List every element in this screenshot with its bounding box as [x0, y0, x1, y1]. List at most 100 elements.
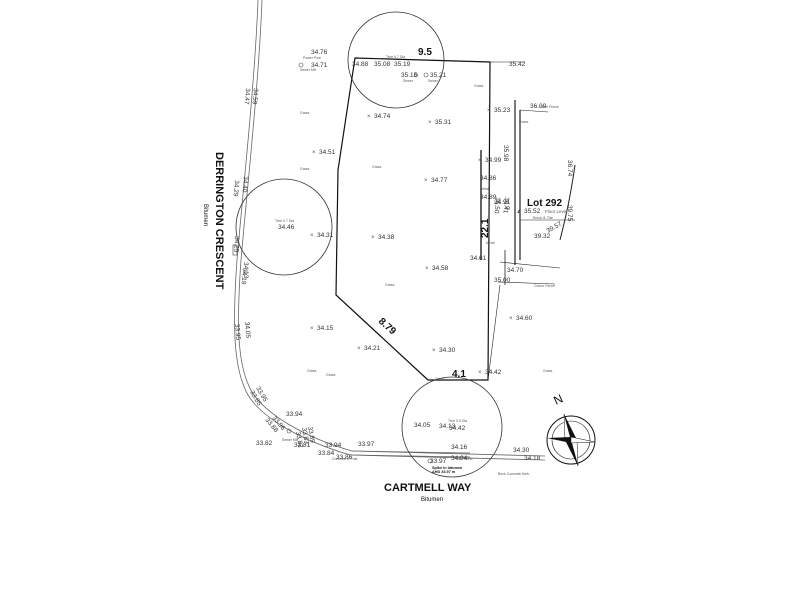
spot-level-marker: × — [478, 158, 482, 164]
kerb-level: 39.75 — [566, 205, 573, 222]
spot-level: 34.60 — [516, 315, 533, 322]
site-note: Grass — [300, 111, 310, 115]
spot-level: 35.21 — [430, 72, 447, 79]
spot-level: 35.15 — [401, 72, 418, 79]
kerb-level: 35.98 — [502, 145, 509, 162]
spot-level: 33.86 — [336, 454, 353, 461]
kerb-level: 36.50 — [493, 197, 501, 214]
site-note: Steel Fence — [540, 105, 559, 109]
kerb-level: 34.25 — [232, 236, 240, 253]
spot-level: 34.51 — [319, 149, 336, 156]
spot-level: 34.42 — [449, 425, 466, 432]
spot-level: 35.00 — [494, 277, 511, 284]
kerb-level: 34.19 — [240, 268, 248, 285]
site-note: Metal — [480, 187, 489, 191]
lot-floor-level: 35.52 — [524, 208, 541, 215]
spike-datum: AHD 33.97 m — [432, 470, 456, 474]
spot-level: 34.30 — [513, 447, 530, 454]
spot-level-marker: × — [424, 178, 428, 184]
spot-level: 34.38 — [378, 234, 395, 241]
spot-level-marker: × — [310, 326, 314, 332]
tree-canopy — [235, 178, 333, 276]
spot-level: 34.21 — [364, 345, 381, 352]
lot-number: Lot 292 — [527, 198, 562, 209]
culvert-symbol — [232, 244, 238, 256]
tree-label: Tree 0.5 Dia — [448, 419, 467, 423]
spot-level: 34.86 — [480, 175, 497, 182]
site-note: Power Pole — [303, 56, 321, 60]
derrington-road-name: DERRINGTON CRESCENT — [213, 152, 225, 290]
spot-level: 35.08 — [374, 61, 391, 68]
tree-canopy — [401, 376, 503, 478]
derrington-road-surface: Bitumen — [202, 204, 208, 226]
spot-level-marker: × — [357, 346, 361, 352]
spot-level: 33.81 — [294, 442, 311, 449]
site-note: Colour Fence — [534, 284, 555, 288]
site-note: Grass — [435, 377, 445, 381]
spot-level: 34.04 — [451, 455, 468, 462]
kerb-level: 33.82 — [294, 431, 304, 449]
site-note: Grass — [300, 167, 310, 171]
lot-boundary — [335, 57, 491, 381]
spot-level-marker: × — [310, 233, 314, 239]
spot-level-marker: × — [312, 150, 316, 156]
site-note: Grass — [543, 369, 553, 373]
site-note: Grass — [326, 373, 336, 377]
kerb-level: 33.95 — [233, 324, 241, 341]
site-note: Grass — [307, 369, 317, 373]
kerb-level: 33.83 — [300, 427, 310, 445]
site-note: Sewer — [428, 79, 439, 83]
kerb-level: 34.40 — [241, 176, 249, 193]
spot-level-marker: × — [478, 370, 482, 376]
cartmell-kerb-lines — [349, 450, 546, 461]
site-note: Sewer — [403, 79, 414, 83]
spot-level: 34.76 — [311, 49, 328, 56]
boundary-bottom-length: 4.1 — [452, 369, 466, 380]
spot-level: 34.70 — [507, 267, 524, 274]
spot-level: 34.89 — [480, 194, 497, 201]
spot-level: 33.82 — [256, 440, 273, 447]
spot-level-marker: × — [487, 108, 491, 114]
site-note: Grass — [372, 165, 382, 169]
tree-label: Tree 0.7 Dia — [275, 219, 294, 223]
spot-level: 34.71 — [311, 62, 328, 69]
north-arrow: N — [546, 391, 596, 467]
spot-level: 34.05 — [414, 422, 431, 429]
spot-level: 34.74 — [374, 113, 391, 120]
site-note: Grass — [474, 84, 484, 88]
spot-level: 34.16 — [451, 444, 468, 451]
spot-level-marker: × — [367, 114, 371, 120]
site-note: Grass — [519, 120, 529, 124]
spot-level-marker: × — [432, 348, 436, 354]
spot-level: 35.31 — [435, 119, 452, 126]
lot-floor-label: Floor Level — [545, 209, 567, 214]
tree-canopy — [347, 11, 445, 109]
site-note: Telco Conc. — [455, 457, 473, 461]
service-symbols — [286, 62, 510, 464]
spot-level: 34.99 — [485, 157, 502, 164]
site-note: Grass — [385, 283, 395, 287]
boundary-top-length: 9.5 — [418, 47, 432, 58]
spot-level: 34.58 — [432, 265, 449, 272]
kerb-level: 39.57 — [546, 220, 564, 234]
derrington-kerb-lines — [234, 0, 471, 458]
kerb-level: 34.47 — [243, 88, 251, 105]
lot-material: Brick & Tile — [533, 215, 554, 220]
kerb-level: 36.41 — [502, 197, 510, 214]
spot-level: 35.42 — [509, 61, 526, 68]
spot-level: 35.19 — [394, 61, 411, 68]
spot-level-marker: × — [509, 316, 513, 322]
spot-level: 33.94 — [325, 442, 342, 449]
spot-level: 34.13 — [439, 423, 456, 430]
spot-level: 34.42 — [485, 369, 502, 376]
spot-level: 34.46 — [278, 224, 295, 231]
boundary-right-length: 22.1 — [480, 218, 491, 238]
spot-level: 34.30 — [439, 347, 456, 354]
neighbour-lot-lines — [480, 61, 576, 381]
kerb-level: 34.29 — [232, 180, 240, 197]
spot-level-marker: × — [425, 266, 429, 272]
spot-level: 36.09 — [530, 103, 547, 110]
